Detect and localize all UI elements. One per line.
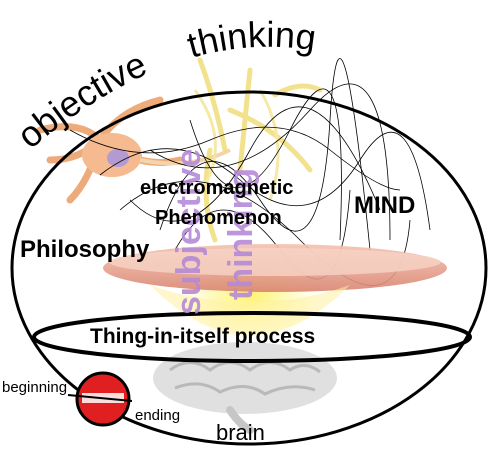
philosophy-label: Philosophy: [20, 236, 150, 263]
subjective-label: subjective: [170, 149, 208, 315]
subjective-thinking-vertical: subjective thinking: [170, 149, 260, 315]
scribble-lines: [69, 58, 431, 286]
electromagnetic-label: electromagnetic: [140, 177, 293, 199]
brain-label: brain: [216, 420, 265, 445]
yellow-dendrites: [193, 57, 323, 243]
thing-in-itself-ring: [32, 311, 472, 363]
thing-in-itself-label: Thing-in-itself process: [90, 325, 315, 348]
mind-globe-outline: [10, 90, 488, 446]
subjective-thinking-label: thinking: [222, 168, 260, 300]
ending-label: ending: [135, 407, 180, 424]
mind-label: MIND: [354, 192, 415, 219]
phenomenon-label: Phenomenon: [155, 207, 282, 229]
dish-plate: [103, 244, 447, 335]
prohibition-sign-icon: [67, 371, 133, 427]
beginning-label: beginning: [2, 379, 67, 396]
arc-thinking: thinking: [183, 14, 319, 66]
brain-illustration: [153, 342, 337, 434]
neuron-illustration: [36, 96, 231, 204]
